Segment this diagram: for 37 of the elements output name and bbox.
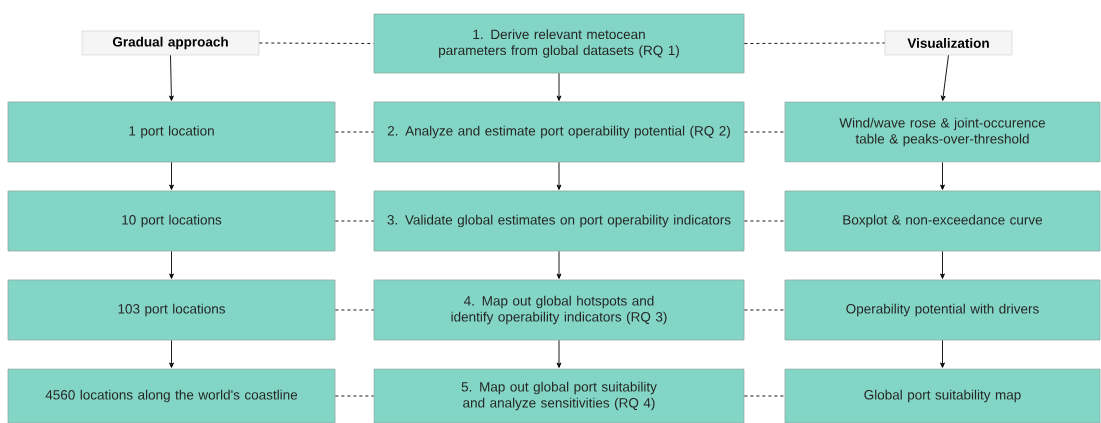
heading-label: Visualization [884,30,1013,56]
process-box: 10 port locations [7,190,336,252]
arrow [940,250,945,279]
process-box: 4. Map out global hotspots and identify operability indicators (RQ 3) [373,279,745,341]
arrow [556,250,562,279]
connector-line [743,395,786,397]
arrow [556,339,562,368]
arrow [169,250,174,279]
arrow [940,161,945,190]
process-box: 1 port location [7,101,336,163]
connector-line [334,309,375,311]
arrow [169,161,174,190]
connector-line [334,395,375,397]
process-box: Boxplot & non-exceedance curve [784,190,1101,252]
process-box: 5. Map out global port suitability and analyze sensitivities (RQ 4) [373,368,745,423]
arrow [940,339,945,368]
connector-line [334,220,375,222]
arrow [940,54,949,101]
connector-line [334,131,375,133]
process-box: 2. Analyze and estimate port operability potential (RQ 2) [373,101,745,163]
arrow [556,72,562,101]
process-box: 4560 locations along the world's coastline [7,368,336,423]
process-box: Operability potential with drivers [784,279,1101,341]
process-box: 1. Derive relevant metocean parameters from global datasets (RQ 1) [373,13,745,74]
arrow [556,161,562,190]
connector-line [743,42,886,44]
connector-line [743,309,786,311]
connector-line [743,220,786,222]
process-box: 103 port locations [7,279,336,341]
process-box: 3. Validate global estimates on port operability indicators [373,190,745,252]
heading-label: Gradual approach [81,30,260,56]
process-box: Global port suitability map [784,368,1101,423]
process-box: Wind/wave rose & joint-occurence table & peaks-over-threshold [784,101,1101,163]
arrow [169,339,174,368]
arrow [169,54,174,101]
connector-line [258,42,375,44]
connector-line [743,131,786,133]
